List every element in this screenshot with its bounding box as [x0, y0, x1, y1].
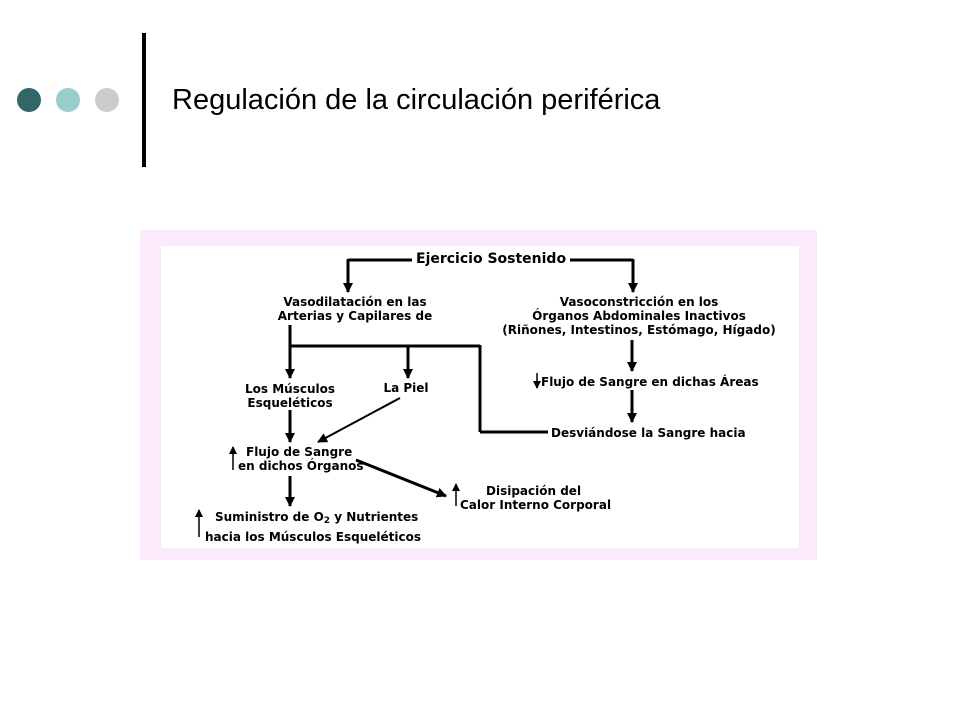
node-piel: La Piel: [383, 381, 429, 395]
dot-teal: [56, 88, 80, 112]
node-musculos: Los Músculos Esqueléticos: [238, 382, 342, 410]
musculos-line-2: Esqueléticos: [247, 396, 333, 410]
flujo-organos-line-1: Flujo de Sangre: [246, 445, 353, 459]
node-disipacion: Disipación del Calor Interno Corporal: [460, 484, 611, 512]
suministro-prefix: Suministro de O: [215, 510, 324, 524]
disipacion-line-1: Disipación del: [486, 484, 582, 498]
arrow-to-disipacion: [355, 458, 447, 498]
node-vasoconstriccion: Vasoconstricción en los Órganos Abdomina…: [502, 295, 776, 337]
vasoconstriccion-line-1: Vasoconstricción en los: [559, 295, 719, 309]
suministro-line-2: hacia los Músculos Esqueléticos: [205, 530, 421, 544]
slide-title: Regulación de la circulación periférica: [172, 84, 661, 116]
vasodilatacion-line-2: Arterias y Capilares de: [277, 309, 433, 323]
vasoconstriccion-line-2: Órganos Abdominales Inactivos: [532, 309, 746, 323]
flujo-organos-line-2: en dichos Órganos: [238, 459, 364, 473]
node-ejercicio-sostenido: Ejercicio Sostenido: [412, 250, 571, 268]
node-vasodilatacion: Vasodilatación en las Arterias y Capilar…: [270, 295, 440, 323]
title-divider: [142, 33, 146, 167]
musculos-line-1: Los Músculos: [245, 382, 335, 396]
disipacion-line-2: Calor Interno Corporal: [460, 498, 612, 512]
node-desviando: Desviándose la Sangre hacia: [551, 426, 746, 440]
suministro-line-1: Suministro de O2 y Nutrientes: [205, 510, 421, 528]
vasoconstriccion-line-3: (Riñones, Intestinos, Estómago, Hígado): [502, 323, 776, 337]
dot-gray: [95, 88, 119, 112]
suministro-suffix: y Nutrientes: [330, 510, 419, 524]
vasodilatacion-line-1: Vasodilatación en las: [283, 295, 427, 309]
arrow-piel-to-flujo: [317, 397, 401, 443]
node-flujo-areas: Flujo de Sangre en dichas Áreas: [541, 375, 759, 389]
suministro-subscript: 2: [323, 516, 331, 526]
node-suministro: Suministro de O2 y Nutrientes hacia los …: [205, 510, 421, 544]
dot-dark: [17, 88, 41, 112]
node-flujo-organos: Flujo de Sangre en dichos Órganos: [238, 445, 364, 473]
